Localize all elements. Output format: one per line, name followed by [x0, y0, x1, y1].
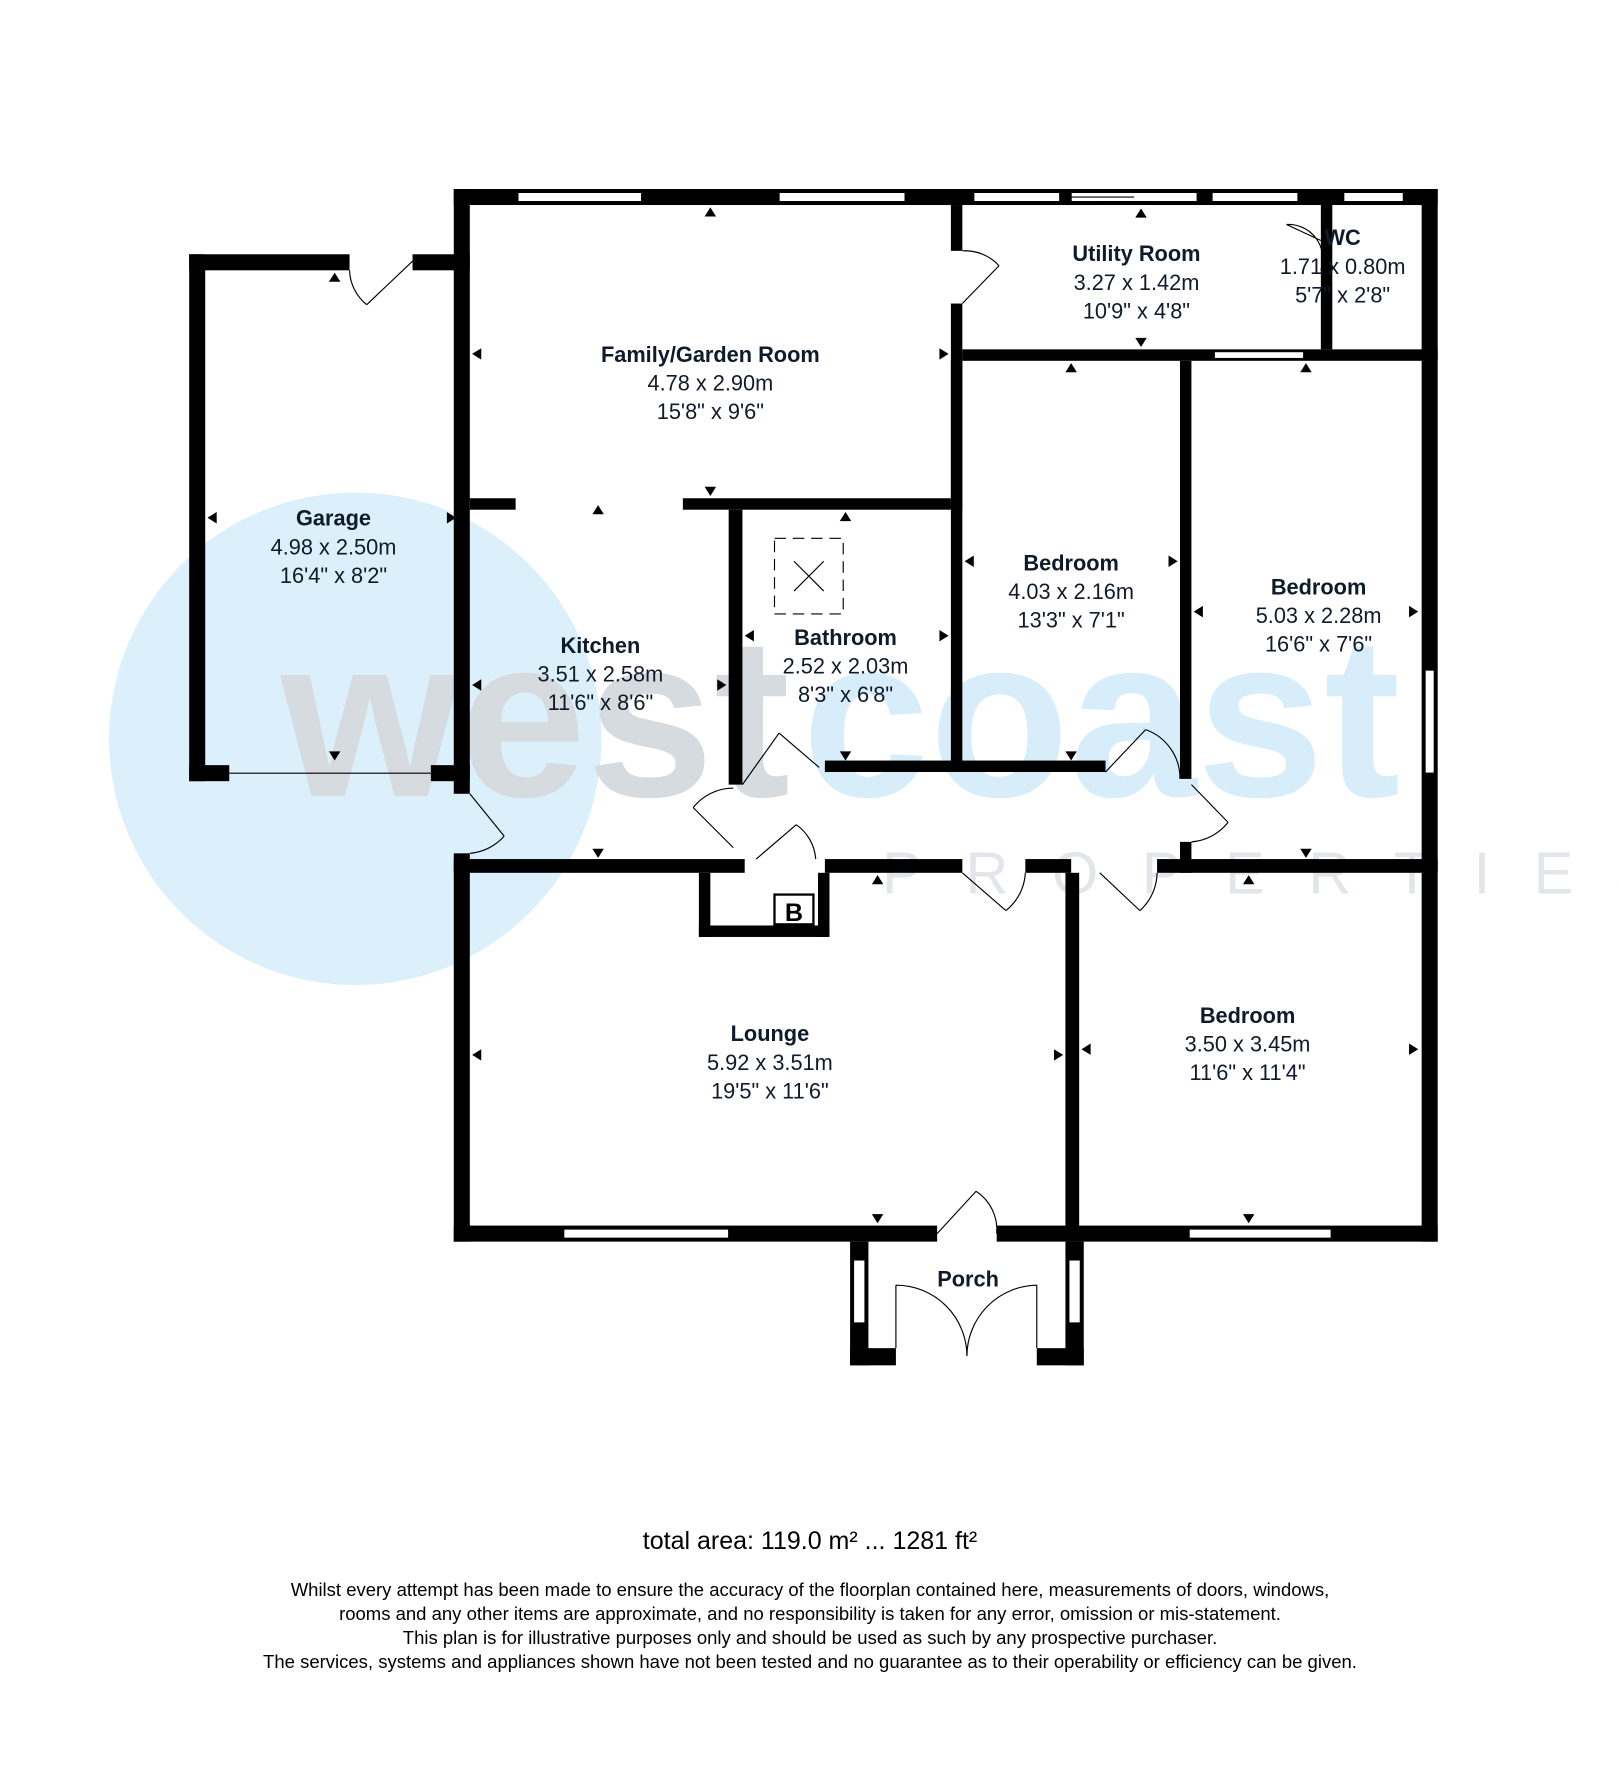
- boiler-label: B: [785, 899, 803, 927]
- room-bathroom: Bathroom 2.52 x 2.03m 8'3" x 6'8": [783, 625, 909, 707]
- svg-text:Bedroom: Bedroom: [1023, 550, 1118, 575]
- dimension-arrows: [207, 207, 1419, 1224]
- svg-text:west: west: [280, 589, 790, 845]
- svg-text:13'3" x 7'1": 13'3" x 7'1": [1018, 608, 1125, 633]
- svg-text:16'6" x 7'6": 16'6" x 7'6": [1265, 632, 1372, 657]
- svg-text:15'8" x 9'6": 15'8" x 9'6": [657, 399, 764, 424]
- room-bedroom-1: Bedroom 4.03 x 2.16m 13'3" x 7'1": [1008, 550, 1134, 632]
- svg-text:5.92 x 3.51m: 5.92 x 3.51m: [707, 1050, 833, 1075]
- room-lounge: Lounge 5.92 x 3.51m 19'5" x 11'6": [707, 1021, 833, 1103]
- svg-text:Utility Room: Utility Room: [1072, 241, 1200, 266]
- svg-text:3.51 x 2.58m: 3.51 x 2.58m: [538, 662, 664, 687]
- svg-text:WC: WC: [1324, 225, 1361, 250]
- svg-text:Kitchen: Kitchen: [561, 633, 641, 658]
- room-wc: WC 1.71 x 0.80m 5'7" x 2'8": [1280, 225, 1406, 307]
- svg-text:10'9" x 4'8": 10'9" x 4'8": [1083, 298, 1190, 323]
- svg-text:4.03 x 2.16m: 4.03 x 2.16m: [1008, 579, 1134, 604]
- svg-text:3.50 x 3.45m: 3.50 x 3.45m: [1185, 1031, 1311, 1056]
- svg-text:16'4" x 8'2": 16'4" x 8'2": [280, 563, 387, 588]
- svg-text:8'3" x 6'8": 8'3" x 6'8": [798, 682, 893, 707]
- svg-text:11'6" x 11'4": 11'6" x 11'4": [1190, 1060, 1306, 1085]
- svg-text:11'6" x 8'6": 11'6" x 8'6": [548, 690, 654, 715]
- skylight-icon: [773, 537, 844, 615]
- room-bedroom-2: Bedroom 5.03 x 2.28m 16'6" x 7'6": [1256, 574, 1382, 656]
- windows: [229, 191, 1435, 1324]
- room-bedroom-3: Bedroom 3.50 x 3.45m 11'6" x 11'4": [1185, 1003, 1311, 1085]
- svg-text:Bedroom: Bedroom: [1271, 574, 1366, 599]
- svg-text:Lounge: Lounge: [731, 1021, 810, 1046]
- room-porch: Porch: [937, 1266, 999, 1291]
- disclaimer-line: Whilst every attempt has been made to en…: [290, 1579, 1330, 1600]
- svg-text:2.52 x 2.03m: 2.52 x 2.03m: [783, 654, 909, 679]
- disclaimer-line: This plan is for illustrative purposes o…: [402, 1627, 1218, 1648]
- svg-text:3.27 x 1.42m: 3.27 x 1.42m: [1074, 270, 1200, 295]
- svg-text:coast: coast: [802, 589, 1400, 845]
- svg-text:5.03 x 2.28m: 5.03 x 2.28m: [1256, 603, 1382, 628]
- svg-text:5'7" x 2'8": 5'7" x 2'8": [1295, 282, 1390, 307]
- svg-text:Bedroom: Bedroom: [1200, 1003, 1295, 1028]
- disclaimer: Whilst every attempt has been made to en…: [0, 1578, 1620, 1674]
- svg-text:19'5" x 11'6": 19'5" x 11'6": [711, 1078, 829, 1103]
- svg-text:Garage: Garage: [296, 506, 371, 531]
- watermark-logo: west coast PROPERTIES: [109, 492, 1620, 986]
- svg-text:Family/Garden Room: Family/Garden Room: [601, 342, 820, 367]
- svg-text:1.71 x 0.80m: 1.71 x 0.80m: [1280, 254, 1406, 279]
- disclaimer-line: rooms and any other items are approximat…: [339, 1603, 1281, 1624]
- boiler-icon: [773, 893, 815, 926]
- svg-text:4.78 x 2.90m: 4.78 x 2.90m: [647, 371, 773, 396]
- doors: [348, 223, 1324, 1357]
- room-family-garden-room: Family/Garden Room 4.78 x 2.90m 15'8" x …: [601, 342, 820, 424]
- total-area: total area: 119.0 m² ... 1281 ft²: [642, 1527, 978, 1555]
- room-utility-room: Utility Room 3.27 x 1.42m 10'9" x 4'8": [1072, 241, 1200, 323]
- disclaimer-line: The services, systems and appliances sho…: [263, 1651, 1357, 1672]
- room-kitchen: Kitchen 3.51 x 2.58m 11'6" x 8'6": [538, 633, 664, 715]
- svg-text:Porch: Porch: [937, 1266, 999, 1291]
- svg-text:4.98 x 2.50m: 4.98 x 2.50m: [271, 534, 397, 559]
- svg-text:Bathroom: Bathroom: [794, 625, 897, 650]
- room-garage: Garage 4.98 x 2.50m 16'4" x 8'2": [271, 506, 397, 588]
- svg-text:PROPERTIES: PROPERTIES: [882, 839, 1620, 906]
